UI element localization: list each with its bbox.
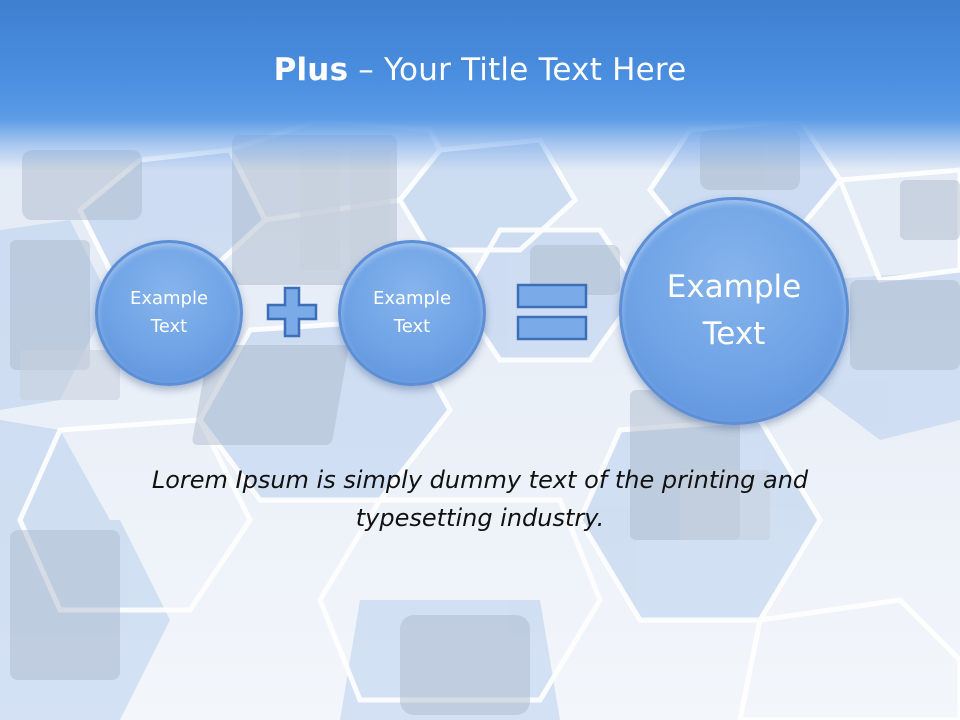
example-circle-1-label: Example Text	[129, 288, 209, 337]
example-circle-2-label: Example Text	[372, 288, 452, 337]
example-circle-1: Example Text	[95, 240, 243, 386]
example-circle-2: Example Text	[338, 240, 486, 386]
equals-icon	[516, 283, 588, 341]
plus-icon	[266, 286, 318, 338]
example-circle-result-label: Example Text	[666, 269, 802, 352]
example-circle-result: Example Text	[619, 197, 849, 425]
title-bold-word: Plus	[273, 52, 349, 88]
header-band	[0, 0, 960, 170]
title-rest-text: – Your Title Text Here	[348, 52, 687, 88]
body-text: Lorem Ipsum is simply dummy text of the …	[151, 466, 809, 532]
slide-title: Plus – Your Title Text Here	[0, 52, 960, 88]
